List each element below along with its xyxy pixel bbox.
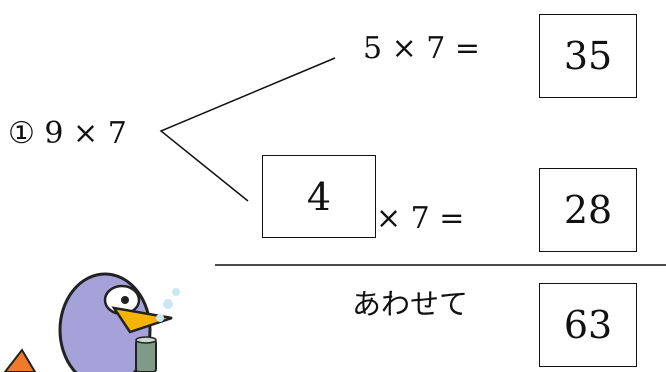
row2-expression: × 7 =	[376, 201, 465, 236]
row1-expression: 5 × 7 =	[363, 31, 481, 66]
total-answer: 63	[563, 303, 613, 347]
total-answer-box: 63	[539, 283, 637, 367]
total-label: あわせて	[352, 287, 469, 321]
row1-answer: 35	[563, 34, 613, 78]
row2-factor-box: 4	[262, 155, 376, 238]
row2-answer-box: 28	[539, 168, 637, 252]
row2-factor: 4	[306, 174, 332, 219]
row2-answer: 28	[563, 188, 613, 232]
problem-label: ① 9 × 7	[8, 116, 127, 151]
branch-lines	[159, 57, 336, 202]
bird-mascot-icon	[3, 272, 180, 372]
row1-answer-box: 35	[539, 14, 637, 98]
